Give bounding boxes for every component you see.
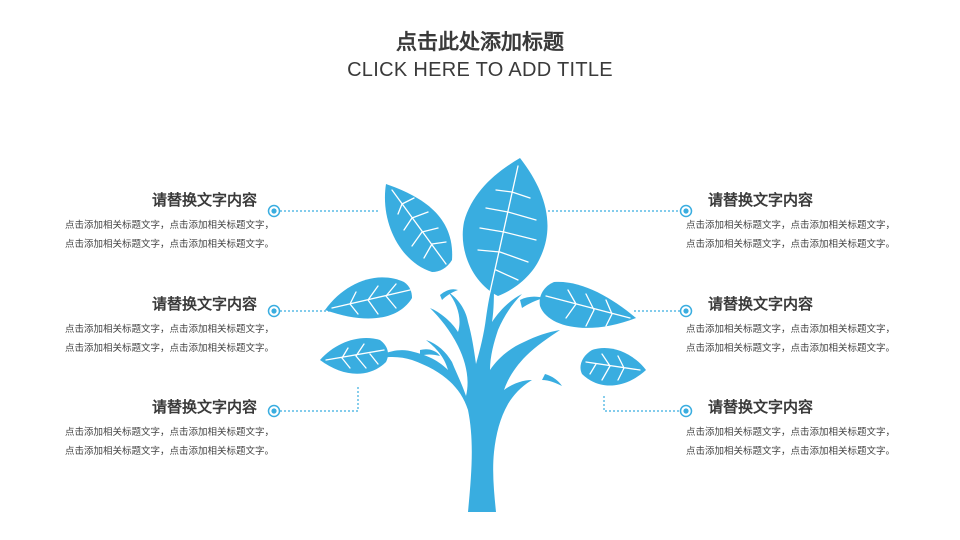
body-line: 点击添加相关标题文字，点击添加相关标题文字，	[65, 324, 275, 335]
text-block-right-3: 请替换文字内容 点击添加相关标题文字，点击添加相关标题文字， 点击添加相关标题文…	[686, 397, 936, 461]
connector-left-3	[280, 386, 359, 412]
block-heading: 请替换文字内容	[708, 296, 814, 313]
block-heading: 请替换文字内容	[151, 296, 257, 313]
block-body: 点击添加相关标题文字，点击添加相关标题文字， 点击添加相关标题文字，点击添加相关…	[65, 320, 275, 358]
body-line: 点击添加相关标题文字，点击添加相关标题文字。	[65, 446, 275, 457]
page-subtitle: CLICK HERE TO ADD TITLE	[347, 59, 613, 81]
body-line: 点击添加相关标题文字，点击添加相关标题文字，	[65, 220, 275, 231]
leaf-2	[462, 158, 548, 296]
block-heading: 请替换文字内容	[151, 192, 257, 209]
body-line: 点击添加相关标题文字，点击添加相关标题文字，	[686, 324, 896, 335]
body-line: 点击添加相关标题文字，点击添加相关标题文字，	[686, 220, 896, 231]
block-body: 点击添加相关标题文字，点击添加相关标题文字， 点击添加相关标题文字，点击添加相关…	[686, 423, 936, 461]
text-block-left-3: 请替换文字内容 点击添加相关标题文字，点击添加相关标题文字， 点击添加相关标题文…	[65, 397, 275, 461]
block-heading: 请替换文字内容	[151, 399, 257, 416]
leaf-5	[320, 338, 388, 374]
leaf-4	[539, 281, 636, 328]
block-body: 点击添加相关标题文字，点击添加相关标题文字， 点击添加相关标题文字，点击添加相关…	[65, 423, 275, 461]
block-body: 点击添加相关标题文字，点击添加相关标题文字， 点击添加相关标题文字，点击添加相关…	[686, 216, 936, 254]
text-block-left-2: 请替换文字内容 点击添加相关标题文字，点击添加相关标题文字， 点击添加相关标题文…	[65, 294, 275, 358]
text-block-right-1: 请替换文字内容 点击添加相关标题文字，点击添加相关标题文字， 点击添加相关标题文…	[686, 190, 936, 254]
block-body: 点击添加相关标题文字，点击添加相关标题文字， 点击添加相关标题文字，点击添加相关…	[65, 216, 275, 254]
node-right-1	[679, 204, 693, 218]
block-heading: 请替换文字内容	[708, 192, 814, 209]
body-line: 点击添加相关标题文字，点击添加相关标题文字，	[686, 427, 896, 438]
node-right-2	[679, 304, 693, 318]
connector-right-3	[603, 396, 680, 412]
connectors	[280, 210, 680, 412]
text-block-right-2: 请替换文字内容 点击添加相关标题文字，点击添加相关标题文字， 点击添加相关标题文…	[686, 294, 936, 358]
block-heading: 请替换文字内容	[708, 399, 814, 416]
body-line: 点击添加相关标题文字，点击添加相关标题文字。	[65, 239, 275, 250]
node-left-2	[267, 304, 281, 318]
connector-nodes	[267, 204, 693, 418]
body-line: 点击添加相关标题文字，点击添加相关标题文字。	[65, 343, 275, 354]
tree-trunk	[372, 280, 562, 512]
body-line: 点击添加相关标题文字，点击添加相关标题文字。	[686, 343, 896, 354]
node-left-3	[267, 404, 281, 418]
body-line: 点击添加相关标题文字，点击添加相关标题文字。	[686, 446, 896, 457]
page-title: 点击此处添加标题	[396, 31, 564, 54]
leaf-3	[325, 277, 412, 319]
node-left-1	[267, 204, 281, 218]
body-line: 点击添加相关标题文字，点击添加相关标题文字。	[686, 239, 896, 250]
block-body: 点击添加相关标题文字，点击添加相关标题文字， 点击添加相关标题文字，点击添加相关…	[686, 320, 936, 358]
text-block-left-1: 请替换文字内容 点击添加相关标题文字，点击添加相关标题文字， 点击添加相关标题文…	[65, 190, 275, 254]
node-right-3	[679, 404, 693, 418]
leaf-6	[580, 348, 646, 386]
body-line: 点击添加相关标题文字，点击添加相关标题文字，	[65, 427, 275, 438]
